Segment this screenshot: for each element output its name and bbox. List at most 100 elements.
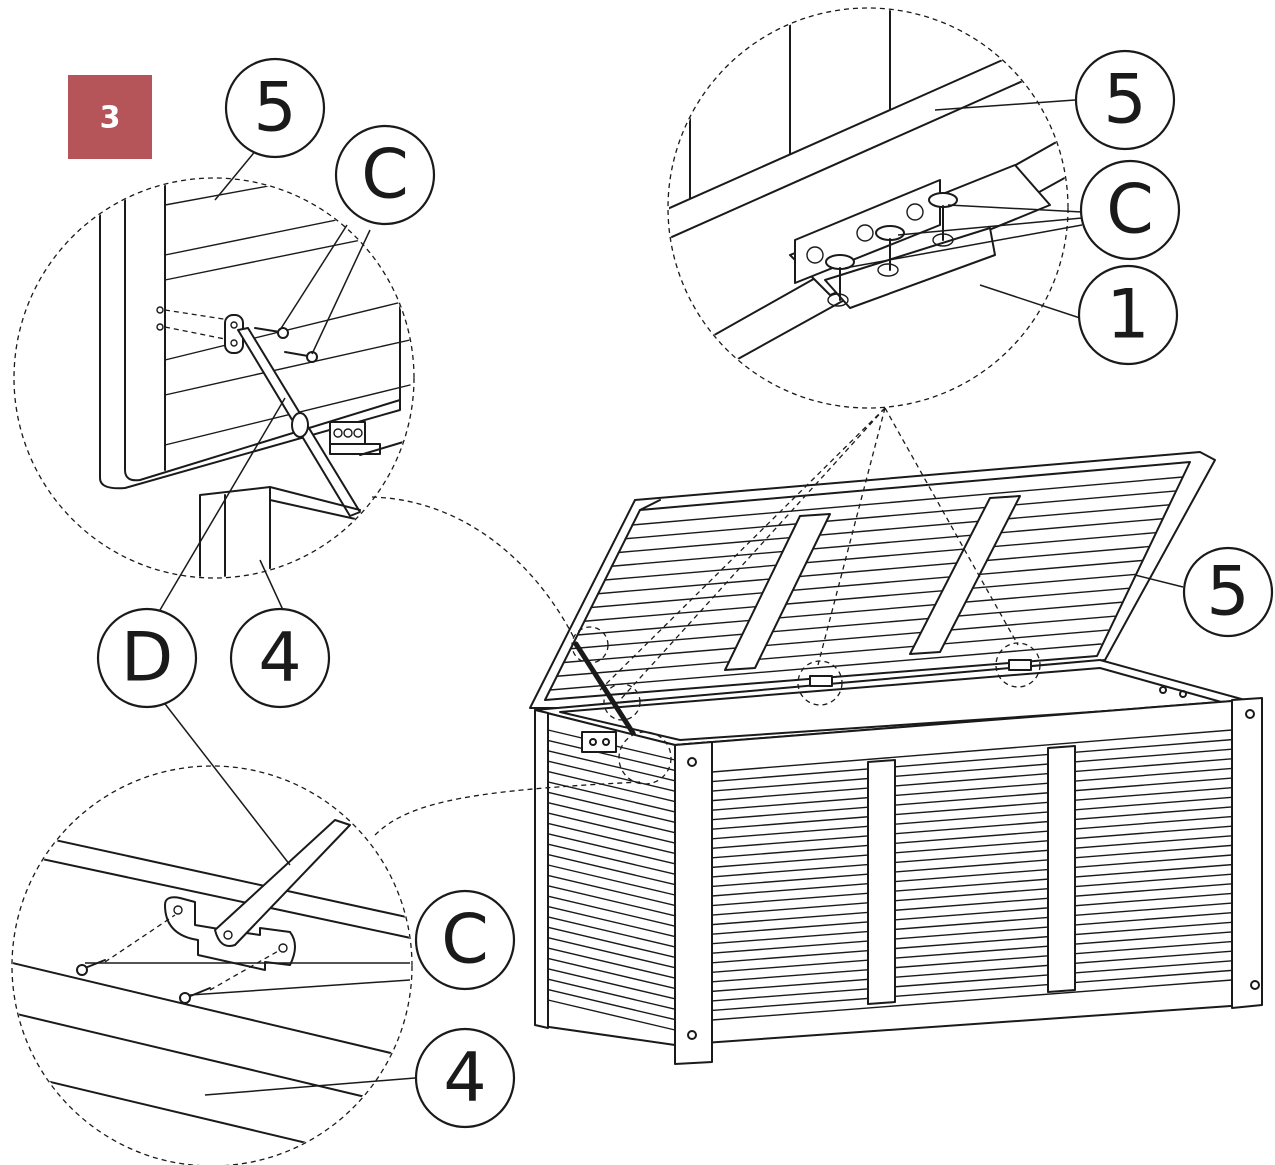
callout-screws-top-right: C	[1079, 159, 1181, 261]
detail-marker-strut-top	[571, 626, 609, 664]
side-slat	[547, 988, 676, 1021]
lid-slat	[597, 545, 1150, 595]
callout-label: 5	[1206, 553, 1249, 632]
side-slat	[547, 885, 676, 917]
front-slat	[711, 892, 1233, 935]
front-slat	[711, 738, 1233, 783]
front-slat	[711, 940, 1233, 983]
hinge	[809, 659, 1032, 687]
front-slat	[711, 960, 1233, 1002]
lid-slat	[569, 601, 1123, 650]
detail-marker-hinge-mid	[797, 660, 843, 706]
side-slat	[547, 843, 676, 875]
detail-circle-top-right	[667, 7, 1069, 409]
lid-slats	[549, 476, 1184, 691]
front-slat	[711, 786, 1233, 830]
side-slat	[547, 978, 676, 1010]
side-slat	[547, 822, 676, 855]
lid-slat	[610, 518, 1164, 567]
back-left-leg	[534, 709, 549, 1029]
front-slat	[711, 806, 1233, 850]
side-slat	[547, 750, 676, 782]
step-badge-box	[68, 75, 152, 159]
lid-slat	[562, 615, 1116, 664]
side-slat	[547, 739, 676, 772]
front-slat	[711, 815, 1233, 859]
callout-label: 5	[1103, 61, 1146, 140]
side-slat	[547, 926, 676, 959]
front-slat	[711, 767, 1233, 811]
front-slat	[711, 873, 1233, 916]
callout-lid-top-right: 5	[1074, 49, 1176, 151]
detail-top-left	[13, 177, 415, 579]
side-slat	[547, 760, 676, 792]
callout-gas-strut: D	[96, 607, 198, 709]
callout-screws-top-left: C	[334, 124, 436, 226]
front-right-leg	[1231, 697, 1263, 1009]
side-slat	[547, 957, 676, 990]
front-slat	[711, 979, 1233, 1021]
callout-label: 4	[258, 619, 301, 698]
front-left-leg	[674, 741, 713, 1065]
lid-slat	[631, 476, 1184, 526]
callout-label: C	[361, 136, 408, 215]
lid-slat	[549, 643, 1102, 691]
callout-lid-main: 5	[1182, 546, 1274, 638]
side-slat	[547, 801, 676, 834]
side-slat	[547, 968, 676, 1000]
front-slat	[711, 911, 1233, 954]
detail-circle-bottom-left	[11, 765, 413, 1165]
side-slat	[547, 936, 676, 969]
callout-side-panel-lower: 4	[414, 1027, 516, 1129]
front-slat	[711, 950, 1233, 993]
side-slat	[547, 781, 676, 813]
side-slat	[547, 905, 676, 938]
side-slat	[547, 770, 676, 803]
lid-slat	[603, 531, 1157, 581]
lid-slat	[590, 559, 1143, 609]
detail-marker-hinge-left	[603, 683, 641, 721]
side-slats	[547, 729, 676, 1031]
front-slat	[711, 844, 1233, 888]
side-slat	[547, 833, 676, 865]
lid-slat	[576, 587, 1130, 636]
callout-label: 5	[253, 69, 296, 148]
front-slat	[711, 748, 1233, 792]
side-slat	[547, 791, 676, 824]
front-slat	[711, 777, 1233, 821]
front-slat	[711, 863, 1233, 907]
lid-panel	[529, 451, 1216, 709]
front-slat	[711, 931, 1233, 974]
lid-slat	[624, 490, 1177, 540]
leader-lines	[85, 99, 1184, 1096]
lid-slat	[617, 504, 1171, 554]
front-slat	[711, 902, 1233, 945]
callout-side-panel-upper: 4	[229, 607, 331, 709]
detail-circle-top-left	[13, 177, 415, 579]
front-slat	[711, 969, 1233, 1012]
gas-strut	[573, 641, 636, 736]
side-slat	[547, 895, 676, 927]
front-slat	[711, 796, 1233, 840]
callout-label: 1	[1106, 276, 1149, 355]
callout-label: D	[121, 619, 173, 698]
step-number: 3	[100, 101, 121, 136]
front-slat	[711, 758, 1233, 802]
side-slat	[547, 916, 676, 948]
storage-box	[371, 407, 1263, 1065]
screw-set	[825, 192, 958, 307]
callout-lid-top-left: 5	[224, 57, 326, 159]
detail-bottom-left	[11, 765, 413, 1165]
side-slat	[547, 874, 676, 907]
side-slat	[547, 812, 676, 844]
callout-label: C	[441, 901, 488, 980]
front-slat	[711, 921, 1233, 964]
lid-slat	[583, 573, 1136, 622]
step-badge: 3	[68, 75, 152, 159]
detail-top-right	[667, 7, 1069, 409]
detail-marker-hinge-right	[995, 642, 1041, 688]
side-slat	[547, 853, 676, 886]
callout-frame-top-right: 1	[1077, 264, 1179, 366]
front-slat	[711, 835, 1233, 878]
